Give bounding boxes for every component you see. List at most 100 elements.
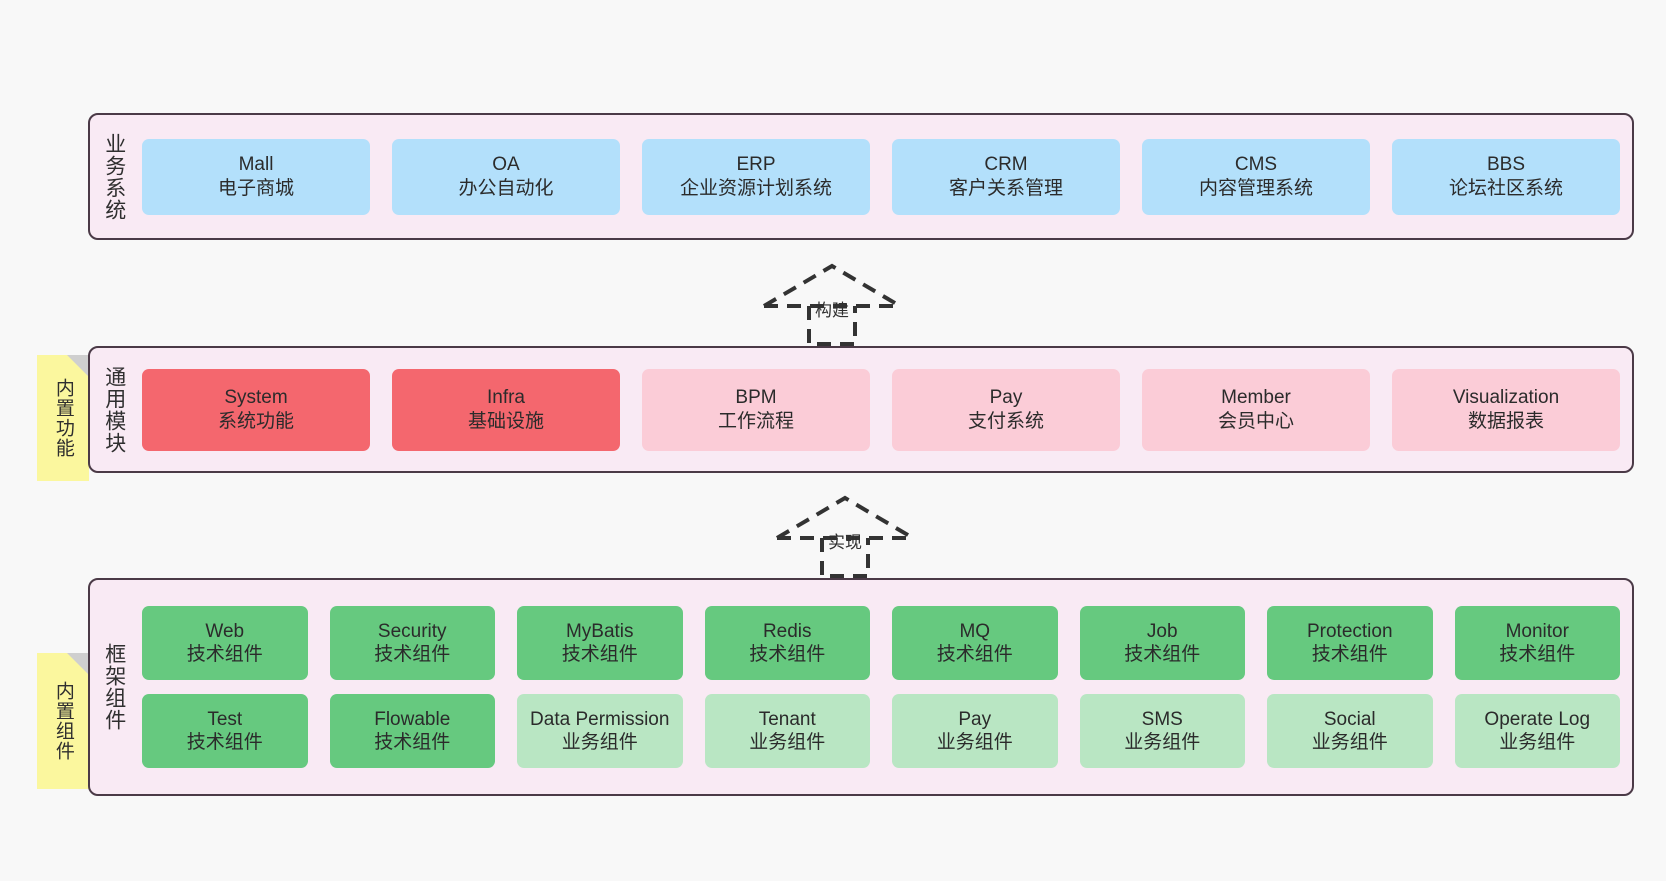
arrow-implement-icon — [775, 495, 915, 578]
box-oa[interactable]: OA 办公自动化 — [392, 138, 620, 215]
box-cms-name: CMS — [1234, 154, 1278, 176]
box-flowable[interactable]: Flowable 技术组件 — [329, 694, 495, 768]
box-infra[interactable]: Infra 基础设施 — [392, 368, 620, 451]
box-system[interactable]: System 系统功能 — [142, 368, 370, 451]
box-pay-module-desc: 支付系统 — [967, 410, 1044, 432]
box-bbs-name: BBS — [1486, 154, 1526, 176]
layer-business-system: 业务系统 Mall 电子商城 OA 办公自动化 ERP 企业资源计划系统 CRM… — [88, 113, 1634, 240]
box-cms-desc: 内容管理系统 — [1198, 177, 1313, 199]
note-builtin-components-label: 内置组件 — [52, 681, 74, 761]
box-security-desc: 技术组件 — [374, 644, 451, 665]
box-security-name: Security — [377, 620, 447, 642]
box-system-name: System — [224, 387, 288, 409]
box-member-desc: 会员中心 — [1217, 410, 1294, 432]
box-data-permission-desc: 业务组件 — [561, 732, 638, 753]
arrow-build-label: 构建 — [815, 301, 849, 320]
arrow-build: 构建 — [752, 258, 912, 348]
box-visualization-desc: 数据报表 — [1467, 410, 1544, 432]
box-test-desc: 技术组件 — [186, 732, 263, 753]
box-mq-name: MQ — [959, 620, 991, 642]
arrow-implement: 实现 — [765, 490, 925, 580]
box-protection-name: Protection — [1306, 620, 1393, 642]
row-framework-tech-components: Web 技术组件 Security 技术组件 MyBatis 技术组件 Redi… — [142, 606, 1620, 680]
box-system-desc: 系统功能 — [217, 410, 294, 432]
row-common-modules: System 系统功能 Infra 基础设施 BPM 工作流程 Pay 支付系统… — [142, 368, 1620, 451]
note-fold-corner-icon — [67, 355, 89, 377]
box-social[interactable]: Social 业务组件 — [1267, 694, 1433, 768]
box-crm[interactable]: CRM 客户关系管理 — [892, 138, 1120, 215]
note-builtin-functions: 内置功能 — [37, 355, 89, 481]
box-operate-log[interactable]: Operate Log 业务组件 — [1454, 694, 1620, 768]
box-sms-desc: 业务组件 — [1124, 732, 1201, 753]
box-test[interactable]: Test 技术组件 — [142, 694, 308, 768]
arrow-implement-label: 实现 — [828, 533, 862, 552]
box-pay-module-name: Pay — [989, 387, 1023, 409]
box-job-name: Job — [1146, 620, 1178, 642]
box-mall-name: Mall — [238, 154, 274, 176]
box-mall[interactable]: Mall 电子商城 — [142, 138, 370, 215]
box-bpm-desc: 工作流程 — [717, 410, 794, 432]
box-sms[interactable]: SMS 业务组件 — [1079, 694, 1245, 768]
layer-body-common-module: System 系统功能 Infra 基础设施 BPM 工作流程 Pay 支付系统… — [138, 348, 1632, 471]
box-cms[interactable]: CMS 内容管理系统 — [1142, 138, 1370, 215]
box-social-name: Social — [1323, 708, 1376, 730]
layer-title-framework-component: 框架组件 — [102, 643, 126, 731]
box-mall-desc: 电子商城 — [217, 177, 294, 199]
box-protection-desc: 技术组件 — [1311, 644, 1388, 665]
box-tenant-name: Tenant — [758, 708, 816, 730]
box-test-name: Test — [207, 708, 243, 730]
note-builtin-functions-label: 内置功能 — [52, 378, 74, 458]
box-protection[interactable]: Protection 技术组件 — [1267, 606, 1433, 680]
box-tenant[interactable]: Tenant 业务组件 — [704, 694, 870, 768]
box-social-desc: 业务组件 — [1311, 732, 1388, 753]
layer-title-common-module: 通用模块 — [102, 365, 126, 454]
layer-body-framework-component: Web 技术组件 Security 技术组件 MyBatis 技术组件 Redi… — [138, 580, 1632, 794]
box-web[interactable]: Web 技术组件 — [142, 606, 308, 680]
layer-title-business-system: 业务系统 — [102, 132, 126, 221]
row-framework-business-components: Test 技术组件 Flowable 技术组件 Data Permission … — [142, 694, 1620, 768]
box-bbs-desc: 论坛社区系统 — [1448, 177, 1563, 199]
box-erp[interactable]: ERP 企业资源计划系统 — [642, 138, 870, 215]
box-monitor-desc: 技术组件 — [1499, 644, 1576, 665]
box-pay-module[interactable]: Pay 支付系统 — [892, 368, 1120, 451]
row-business-systems: Mall 电子商城 OA 办公自动化 ERP 企业资源计划系统 CRM 客户关系… — [142, 138, 1620, 215]
note-builtin-components: 内置组件 — [37, 653, 89, 789]
box-bpm-name: BPM — [735, 387, 777, 409]
box-bpm[interactable]: BPM 工作流程 — [642, 368, 870, 451]
box-job-desc: 技术组件 — [1124, 644, 1201, 665]
box-redis[interactable]: Redis 技术组件 — [704, 606, 870, 680]
box-flowable-desc: 技术组件 — [374, 732, 451, 753]
box-web-desc: 技术组件 — [186, 644, 263, 665]
box-visualization[interactable]: Visualization 数据报表 — [1392, 368, 1620, 451]
box-mq-desc: 技术组件 — [936, 644, 1013, 665]
box-bbs[interactable]: BBS 论坛社区系统 — [1392, 138, 1620, 215]
box-tenant-desc: 业务组件 — [749, 732, 826, 753]
box-operate-log-name: Operate Log — [1484, 708, 1591, 730]
box-data-permission[interactable]: Data Permission 业务组件 — [517, 694, 683, 768]
box-oa-name: OA — [492, 154, 520, 176]
box-crm-desc: 客户关系管理 — [948, 177, 1063, 199]
arrow-build-icon — [762, 263, 902, 346]
box-mybatis-desc: 技术组件 — [561, 644, 638, 665]
box-mybatis-name: MyBatis — [565, 620, 634, 642]
box-data-permission-name: Data Permission — [530, 708, 670, 730]
box-pay-component[interactable]: Pay 业务组件 — [892, 694, 1058, 768]
box-flowable-name: Flowable — [374, 708, 451, 730]
box-infra-desc: 基础设施 — [467, 410, 544, 432]
box-mq[interactable]: MQ 技术组件 — [892, 606, 1058, 680]
box-sms-name: SMS — [1141, 708, 1183, 730]
box-member-name: Member — [1221, 387, 1291, 409]
box-member[interactable]: Member 会员中心 — [1142, 368, 1370, 451]
box-erp-desc: 企业资源计划系统 — [679, 177, 832, 199]
box-pay-component-desc: 业务组件 — [936, 732, 1013, 753]
box-monitor-name: Monitor — [1505, 620, 1569, 642]
box-mybatis[interactable]: MyBatis 技术组件 — [517, 606, 683, 680]
box-crm-name: CRM — [984, 154, 1028, 176]
layer-framework-component: 框架组件 Web 技术组件 Security 技术组件 MyBatis 技术组件… — [88, 578, 1634, 796]
box-security[interactable]: Security 技术组件 — [329, 606, 495, 680]
box-job[interactable]: Job 技术组件 — [1079, 606, 1245, 680]
note-fold-corner-icon — [67, 653, 89, 675]
box-erp-name: ERP — [736, 154, 776, 176]
box-monitor[interactable]: Monitor 技术组件 — [1454, 606, 1620, 680]
